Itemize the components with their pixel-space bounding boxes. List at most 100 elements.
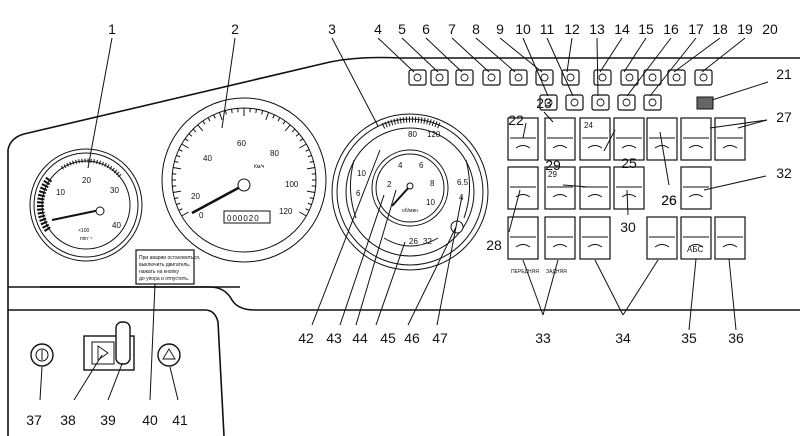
speedo-tick-mark (299, 211, 307, 217)
combo-inner-tick-8: 8 (430, 179, 435, 188)
switch-33-rear[interactable] (544, 216, 576, 260)
switch-29a-glyph (552, 194, 568, 198)
speedo-tick-mark (202, 120, 206, 125)
switch-30[interactable] (613, 166, 645, 210)
callout-8: 8 (472, 21, 480, 37)
leader-line (596, 37, 599, 97)
speedo-tick-mark (282, 120, 286, 125)
switch-24[interactable] (579, 117, 611, 161)
callout-11: 11 (540, 21, 555, 37)
leader-line (73, 354, 103, 401)
speedo-needle-hub (237, 178, 251, 192)
indicator-5-lamp (430, 69, 449, 86)
speedo-tick-mark (284, 124, 291, 132)
switch-22-glyph (515, 145, 531, 149)
tach-tick-40: 40 (112, 221, 121, 230)
leader-line (649, 37, 697, 97)
combo-outer-tick-80: 80 (408, 130, 417, 139)
callout-30: 30 (620, 219, 636, 235)
speedo-tick-120: 120 (279, 207, 293, 216)
leader-line (331, 37, 379, 127)
callout-19: 19 (737, 21, 753, 37)
leader-line (562, 184, 589, 188)
combination-instrument: 80 120 2 4 6 8 10 об/мин 10 6 6.5 4 26 3… (331, 113, 489, 271)
switch-28[interactable] (507, 166, 539, 210)
leader-line (737, 119, 768, 129)
callout-29: 29 (545, 157, 561, 173)
speedo-tick-mark (277, 117, 281, 122)
leader-line (475, 37, 516, 73)
callout-27: 27 (776, 109, 792, 125)
leader-line (566, 37, 573, 73)
switch-33-front-glyph (515, 244, 531, 248)
switch-panel (507, 117, 746, 260)
switch-29-label: 29 (548, 170, 557, 179)
switch-29b[interactable] (579, 166, 611, 210)
switch-34b-glyph (654, 244, 670, 248)
switch-27b-glyph (722, 145, 738, 149)
speedo-tick-80: 80 (270, 149, 279, 158)
leader-line (522, 122, 527, 139)
leader-line (375, 241, 406, 326)
speedo-tick-60: 60 (237, 139, 246, 148)
speedo-tick-mark (181, 211, 189, 217)
speedo-tick-mark (307, 154, 312, 158)
leader-line (626, 189, 629, 216)
leader-line (603, 129, 616, 152)
leader-line (355, 189, 397, 326)
indicator-15-lamp (620, 69, 639, 86)
callout-38: 38 (60, 412, 76, 428)
indicator-16b-lamp (617, 94, 636, 111)
switch-34a[interactable] (579, 216, 611, 260)
switch-34b[interactable] (646, 216, 678, 260)
speedo-tick-mark (178, 208, 183, 211)
rear-label: ЗАДНЯЯ (546, 269, 567, 275)
indicator-11-lamp (565, 94, 584, 111)
leader-line (543, 111, 554, 123)
indicator-16-lamp (643, 69, 662, 86)
front-label: ПЕРЕДНЯЯ (511, 269, 539, 275)
switch-27a-glyph (688, 145, 704, 149)
leader-line (39, 366, 43, 401)
callout-7: 7 (448, 21, 456, 37)
indicator-4-lamp (408, 69, 427, 86)
switch-29a[interactable] (544, 166, 576, 210)
callout-14: 14 (614, 21, 630, 37)
callout-5: 5 (398, 21, 406, 37)
switch-22[interactable] (507, 117, 539, 161)
sticker-line-3: нажать на кнопку (139, 269, 179, 275)
callout-35: 35 (681, 330, 697, 346)
indicator-16b-glyph (622, 98, 631, 107)
speedo-tick-mark (188, 133, 193, 137)
combo-outer-tick-120: 120 (427, 130, 441, 139)
switch-27a[interactable] (680, 117, 712, 161)
leader-line (311, 149, 381, 326)
alarm-button[interactable] (157, 343, 181, 367)
speedo-tick-mark (305, 149, 310, 152)
switch-36[interactable] (714, 216, 746, 260)
leader-line (436, 195, 463, 326)
sticker-line-2: выключить двигатель, (139, 262, 190, 268)
switch-25[interactable] (613, 117, 645, 161)
speedo-tick-100: 100 (285, 180, 299, 189)
switch-35[interactable] (680, 216, 712, 260)
callout-6: 6 (422, 21, 430, 37)
hazard-switch-button[interactable] (91, 341, 115, 365)
switch-23[interactable] (544, 117, 576, 161)
combo-inner-tick-10: 10 (426, 198, 435, 207)
combo-inner-unit: об/мин (402, 208, 418, 214)
switch-27b[interactable] (714, 117, 746, 161)
callout-13: 13 (589, 21, 605, 37)
tach-unit2: min⁻¹ (80, 236, 93, 242)
speedo-tick-mark (181, 143, 189, 149)
callout-26: 26 (661, 192, 677, 208)
leader-line (728, 258, 737, 331)
switch-36-glyph (722, 244, 738, 248)
switch-26[interactable] (646, 117, 678, 161)
switch-33-front[interactable] (507, 216, 539, 260)
switch-32[interactable] (680, 166, 712, 210)
leader-line (87, 37, 113, 169)
lever-handle[interactable] (115, 321, 131, 365)
